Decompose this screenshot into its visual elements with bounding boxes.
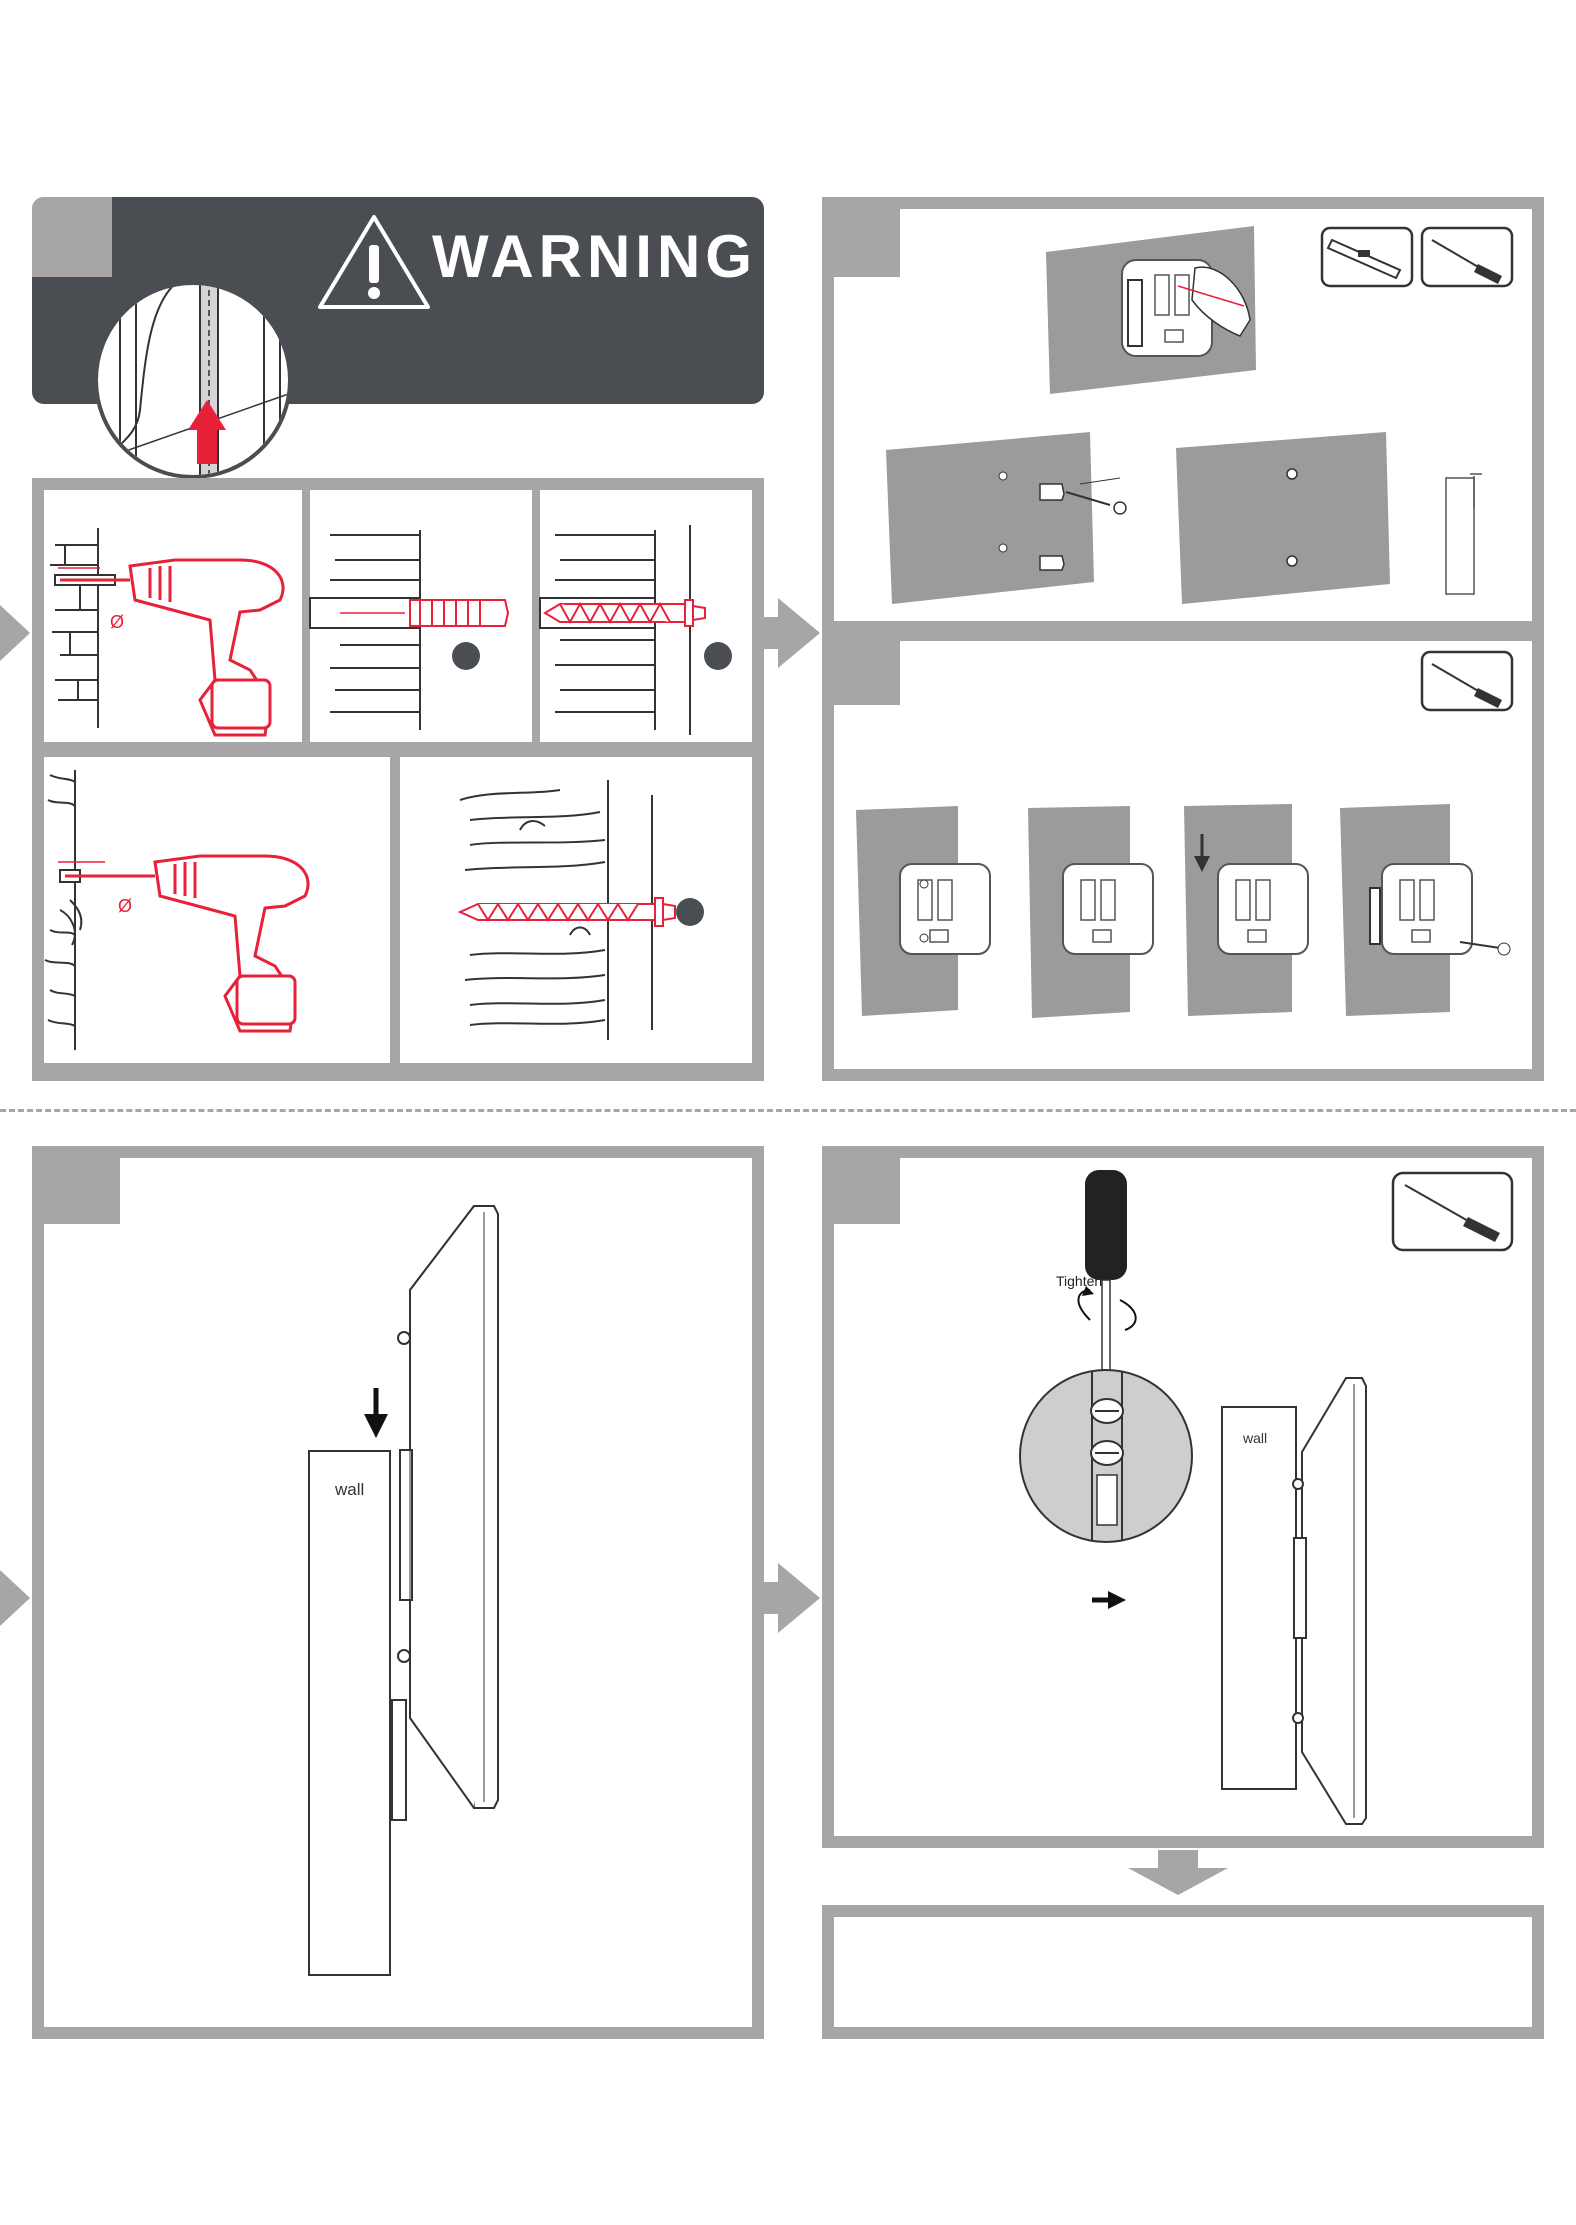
hang-step-tab <box>32 1146 120 1224</box>
mark-holes-inner <box>834 209 1532 621</box>
mark-step-tab <box>822 197 900 277</box>
left-arrow-1-icon <box>0 605 30 661</box>
warning-step-tab <box>32 197 112 277</box>
diameter-symbol-1: Ø <box>110 612 124 633</box>
tighten-inner <box>834 1158 1532 1836</box>
drill-concrete-cell <box>44 490 302 742</box>
screw-wood-cell <box>400 757 752 1063</box>
drill-wood-cell <box>44 757 390 1063</box>
anchor-insert-cell <box>310 490 532 742</box>
final-box-inner <box>834 1917 1532 2027</box>
right-arrow-2-icon <box>762 1563 820 1633</box>
wall-label-left: wall <box>335 1480 364 1500</box>
section-divider <box>0 1109 1576 1112</box>
down-arrow-icon <box>1128 1850 1228 1895</box>
attach-step-tab <box>822 629 900 705</box>
screw-anchor-cell <box>540 490 752 742</box>
attach-bracket-inner <box>834 641 1532 1069</box>
tighten-label: Tighten <box>1056 1273 1102 1289</box>
warning-title: WARNING <box>432 222 757 291</box>
tighten-step-tab <box>822 1146 900 1224</box>
diameter-symbol-2: Ø <box>118 896 132 917</box>
right-arrow-1-icon <box>762 598 820 668</box>
hang-tv-inner <box>44 1158 752 2027</box>
left-arrow-2-icon <box>0 1570 30 1626</box>
wall-label-right: wall <box>1243 1430 1267 1446</box>
